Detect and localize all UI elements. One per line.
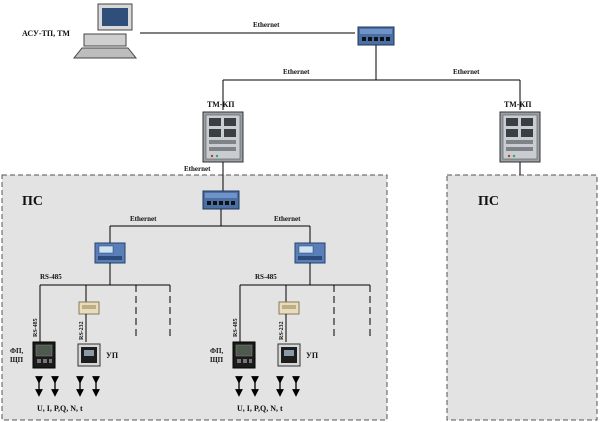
tm-kp-right-cabinet-icon [499, 111, 541, 163]
group-2-signal-arrows [235, 376, 300, 397]
group-2-converter-icon [278, 301, 300, 315]
ethernet-label-right: Ethernet [453, 68, 480, 76]
scada-label: АСУ-ТП, ТМ [22, 29, 70, 38]
group-2-meter-bus-label: RS-485 [233, 318, 239, 337]
group-2-meter-label-2: ЩП [210, 356, 224, 364]
group-2-meter-label-1: ФП, [210, 347, 223, 355]
group-1-converter-icon [78, 301, 100, 315]
group-2-bus-label: RS-485 [255, 273, 277, 281]
ethernet-label-top: Ethernet [253, 21, 280, 29]
group-1-signal-arrows [35, 376, 100, 397]
group-1-converter-bus-label: RS-232 [79, 321, 85, 340]
ethernet-label-sub-right: Ethernet [274, 215, 301, 223]
ethernet-label-tm: Ethernet [184, 165, 211, 173]
main-switch-icon [357, 26, 395, 46]
ethernet-label-sub-left: Ethernet [130, 215, 157, 223]
substation-left-title: ПС [22, 194, 43, 209]
group-2-device-label: УП [306, 351, 319, 360]
ethernet-label-left: Ethernet [283, 68, 310, 76]
group-1-device-label: УП [106, 351, 119, 360]
group-2-meter-icon [232, 341, 256, 369]
group-1-bus-label: RS-485 [40, 273, 62, 281]
computer-icon [72, 3, 138, 59]
tm-kp-left-cabinet-icon [202, 111, 244, 163]
tm-kp-left-label: ТМ-КП [207, 100, 235, 109]
group-2-controller-icon [294, 242, 326, 264]
group-2-quantities: U, I, P,Q, N, t [237, 404, 283, 413]
substation-right-title: ПС [478, 194, 499, 209]
substation-left-area [1, 174, 388, 421]
group-2-device-icon [277, 343, 301, 367]
group-1-quantities: U, I, P,Q, N, t [37, 404, 83, 413]
group-2-converter-bus-label: RS-232 [279, 321, 285, 340]
tm-kp-right-label: ТМ-КП [504, 100, 532, 109]
group-1-meter-label-1: ФП, [10, 347, 23, 355]
group-1-device-icon [77, 343, 101, 367]
group-1-meter-label-2: ЩП [10, 356, 24, 364]
substation-switch-icon [202, 190, 240, 210]
group-1-controller-icon [94, 242, 126, 264]
group-1-meter-bus-label: RS-485 [33, 318, 39, 337]
group-1-meter-icon [32, 341, 56, 369]
substation-right-area [446, 174, 598, 421]
